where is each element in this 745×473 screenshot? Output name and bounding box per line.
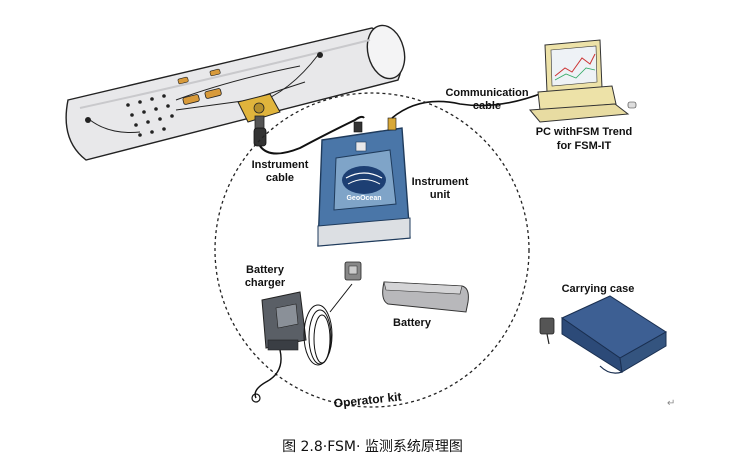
probe-point-left (85, 117, 91, 123)
brand-label: GeoOcean (346, 195, 381, 202)
instrument-unit (317, 117, 411, 247)
paragraph-mark: ↵ (667, 398, 676, 409)
operator-kit-circle (214, 92, 530, 408)
reference-sensors (177, 68, 222, 105)
pc (528, 39, 637, 123)
carrying-case (539, 295, 667, 374)
communication-cable-label-line2: cable (473, 100, 501, 112)
battery-charger (251, 291, 307, 403)
battery-charger-label-line2: charger (245, 277, 286, 289)
communication-cable-line (391, 91, 546, 119)
fsm-diagram: GeoOcean (65, 24, 667, 411)
battery-label: Battery (393, 317, 432, 329)
instrument-cable-label-line2: cable (266, 172, 294, 184)
pipe-connector-box (237, 93, 281, 131)
battery-charger-label-line1: Battery (246, 264, 285, 276)
charger-plug (344, 261, 362, 281)
pipe (65, 24, 406, 161)
communication-cable-label-line1: Communication (445, 87, 528, 99)
instrument-cable-label-line1: Instrument (252, 159, 309, 171)
instrument-unit-label-line1: Instrument (412, 176, 469, 188)
operator-kit-label: Operator kit (333, 390, 402, 411)
charger-cable-coil (303, 283, 353, 366)
pc-label-line1: PC withFSM Trend (536, 126, 633, 138)
battery (382, 281, 469, 313)
sensor-pins (126, 94, 174, 137)
instrument-cable-plug (253, 115, 365, 155)
instrument-unit-label-line2: unit (430, 189, 450, 201)
carrying-case-label: Carrying case (562, 283, 635, 295)
probe-point-right (317, 52, 323, 58)
figure-caption: 图 2.8·FSM· 监测系统原理图 (282, 439, 463, 455)
pc-label-line2: for FSM-IT (557, 140, 612, 152)
